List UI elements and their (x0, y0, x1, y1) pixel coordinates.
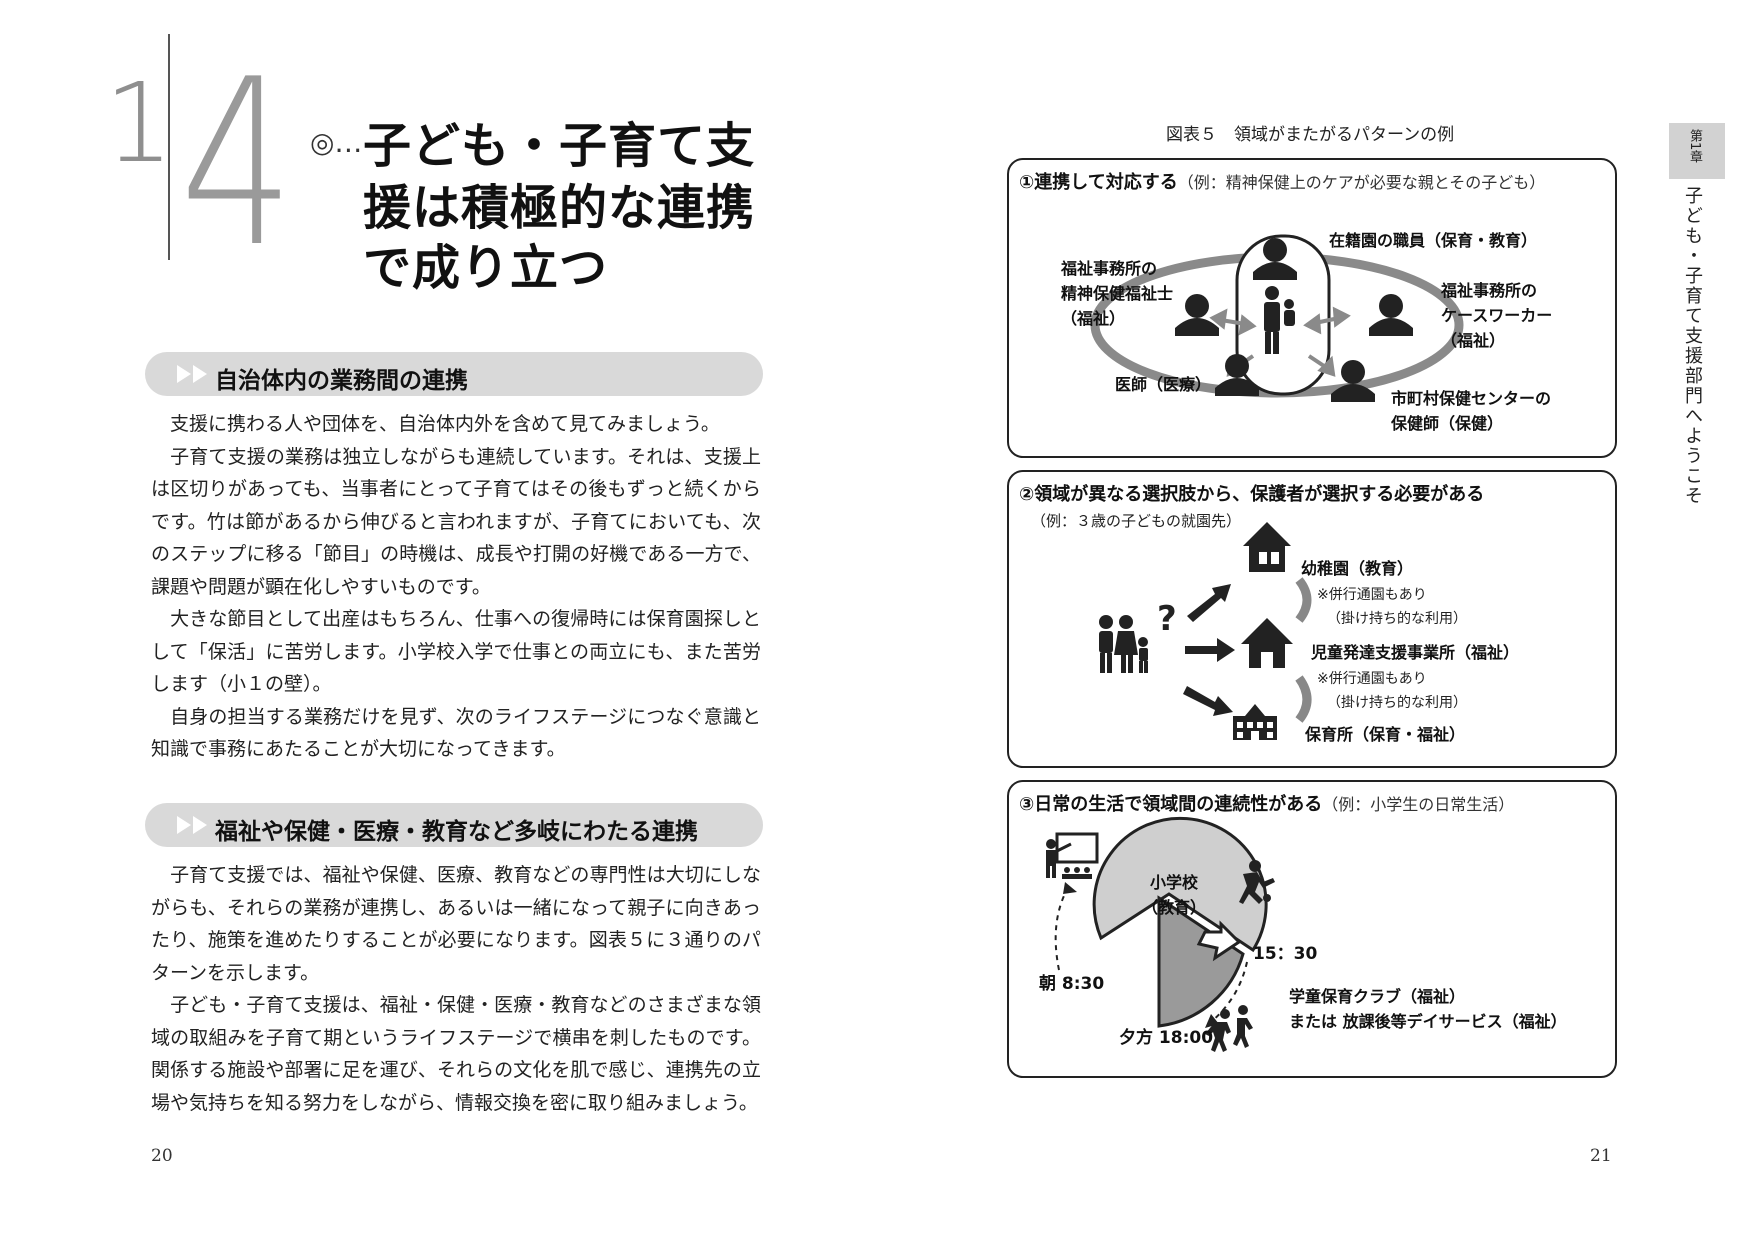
section-heading: 自治体内の業務間の連携 (215, 368, 468, 394)
daily-life-diagram (1046, 816, 1275, 1052)
paragraph: 子育て支援では、福祉や保健、医療、教育などの専門性は大切にしながらも、それらの業… (151, 864, 761, 984)
dashed-arrow (1210, 961, 1248, 1023)
panel-heading: ②領域が異なる選択肢から、保護者が選択する必要がある (1019, 484, 1485, 505)
person-icon (1369, 294, 1413, 336)
panel-heading-text: ③日常の生活で領域間の連続性がある (1019, 794, 1323, 815)
concurrent-note: ※併行通園もあり (1317, 587, 1427, 603)
label-line: （福祉） (1441, 331, 1506, 350)
page-number-left: 20 (151, 1146, 173, 1166)
section-heading-bar: 福祉や保健・医療・教育など多岐にわたる連携 (145, 803, 763, 847)
label-development-center: 児童発達支援事業所（福祉） (1311, 643, 1520, 662)
paragraph: 支援に携わる人や団体を、自治体内外を含めて見てみましょう。 (151, 413, 720, 435)
school-time-sector (1092, 816, 1268, 953)
label-line: または 放課後等デイサービス（福祉） (1289, 1012, 1567, 1031)
label-line: 精神保健福祉士 (1061, 284, 1174, 303)
section-heading: 福祉や保健・医療・教育など多岐にわたる連携 (215, 819, 698, 845)
section-body: 支援に携わる人や団体を、自治体内外を含めて見てみましょう。 子育て支援の業務は独… (151, 408, 761, 766)
paragraph: 自身の担当する業務だけを見ず、次のライフステージにつなぐ意識と知識で事務にあたる… (151, 705, 761, 761)
label-afterschool: 学童保育クラブ（福祉） または 放課後等デイサービス（福祉） (1289, 984, 1567, 1034)
page-title-line-2: 援は積極的な連携 (363, 180, 756, 236)
paragraph: 子育て支援の業務は独立しながらも連続しています。それは、支援上は区切りがあっても… (151, 445, 761, 598)
chapter-side-title: 子ども・子育て支援部門へようこそ (1682, 186, 1703, 506)
arrow-icon (1185, 638, 1235, 662)
panel-heading-note: （例：小学生の日常生活） (1322, 795, 1515, 814)
afterschool-time-sector (1157, 895, 1245, 1028)
section-body: 子育て支援では、福祉や保健、医療、教育などの専門性は大切にしながらも、それらの業… (151, 859, 761, 1119)
page-number-right: 21 (1590, 1146, 1612, 1166)
link-curve (1295, 577, 1312, 623)
figure-panel-collaboration: ①連携して対応する（例：精神保健上のケアが必要な親とその子ども） (1007, 158, 1617, 458)
person-icon (1175, 294, 1219, 336)
label-line: 保健師（保健） (1391, 414, 1504, 433)
dashed-arrow (1054, 885, 1070, 971)
label-line: 小学校 (1149, 873, 1198, 892)
title-mark: ◎… (310, 126, 363, 159)
chapter-tab-label: 第1章 (1687, 129, 1702, 164)
figure-panel-choices: ②領域が異なる選択肢から、保護者が選択する必要がある （例：３歳の子どもの就園先… (1007, 470, 1617, 768)
label-line: 学童保育クラブ（福祉） (1289, 987, 1466, 1006)
panel-heading: ①連携して対応する（例：精神保健上のケアが必要な親とその子ども） (1019, 168, 1545, 194)
link-curve (1295, 675, 1312, 723)
arrow-icon (1187, 584, 1231, 622)
time-morning: 朝 8:30 (1039, 974, 1105, 994)
label-kindergarten: 幼稚園（教育） (1301, 559, 1414, 578)
panel-heading: ③日常の生活で領域間の連続性がある（例：小学生の日常生活） (1019, 790, 1514, 816)
double-arrow-icon (177, 816, 207, 834)
label-psw: 福祉事務所の 精神保健福祉士 （福祉） (1061, 256, 1173, 331)
label-school: 小学校 （教育） (1139, 870, 1209, 920)
label-nursery-staff: 在籍園の職員（保育・教育） (1329, 231, 1538, 250)
time-afternoon: 15：30 (1253, 944, 1318, 964)
development-center-house-icon (1241, 618, 1293, 668)
arrow-icon (1183, 686, 1233, 716)
label-line: ケースワーカー (1441, 306, 1553, 325)
kindergarten-house-icon (1243, 522, 1291, 572)
figure-title: 図表５ 領域がまたがるパターンの例 (1166, 125, 1455, 145)
parent-child-icon (1264, 286, 1295, 354)
section-heading-bar: 自治体内の業務間の連携 (145, 352, 763, 396)
family-frame (1235, 234, 1331, 396)
concurrent-note: （掛け持ち的な利用） (1327, 611, 1467, 627)
running-child-icon (1239, 860, 1275, 904)
label-line: （教育） (1141, 898, 1206, 917)
classroom-icon (1046, 832, 1099, 879)
choices-diagram: ? (1099, 522, 1312, 740)
label-line: 福祉事務所の (1441, 281, 1538, 300)
person-icon (1215, 354, 1259, 396)
label-line: 市町村保健センターの (1391, 389, 1552, 408)
label-line: 福祉事務所の (1061, 259, 1158, 278)
section-minor-number: 4 (180, 31, 295, 298)
label-caseworker: 福祉事務所の ケースワーカー （福祉） (1441, 278, 1552, 353)
page-title-line-1: 子ども・子育て支 (363, 118, 756, 174)
time-evening: 夕方 18:00 (1119, 1028, 1214, 1048)
label-line: （福祉） (1061, 309, 1126, 328)
question-mark: ? (1157, 599, 1177, 639)
panel-heading-text: ①連携して対応する (1019, 172, 1178, 193)
label-doctor: 医師（医療） (1115, 375, 1212, 394)
double-arrow-icon (177, 365, 207, 383)
page-title-line-3: で成り立つ (363, 240, 609, 296)
nursery-building-icon (1233, 704, 1277, 740)
paragraph: 大きな節目として出産はもちろん、仕事への復帰時には保育園探しとして「保活」に苦労… (151, 608, 761, 695)
label-public-health-nurse: 市町村保健センターの 保健師（保健） (1391, 386, 1551, 436)
transition-arrow-icon (1196, 920, 1242, 962)
concurrent-note: （掛け持ち的な利用） (1327, 695, 1467, 711)
person-icon (1253, 238, 1297, 280)
panel-heading-note: （例：精神保健上のケアが必要な親とその子ども） (1177, 173, 1546, 192)
collaboration-diagram (1090, 234, 1464, 402)
section-major-number: 1 (104, 59, 174, 187)
section-number-divider (168, 34, 170, 260)
family-icon (1099, 615, 1148, 673)
concurrent-note: ※併行通園もあり (1317, 671, 1427, 687)
chapter-tab: 第1章 (1669, 123, 1725, 179)
label-nursery: 保育所（保育・福祉） (1305, 725, 1466, 744)
children-playing-icon (1205, 1005, 1253, 1052)
panel-note: （例：３歳の子どもの就園先） (1031, 512, 1242, 530)
paragraph: 子ども・子育て支援は、福祉・保健・医療・教育などのさまざまな領域の取組みを子育て… (151, 994, 761, 1114)
figure-panel-daily-life: ③日常の生活で領域間の連続性がある（例：小学生の日常生活） (1007, 780, 1617, 1078)
person-icon (1331, 360, 1375, 402)
